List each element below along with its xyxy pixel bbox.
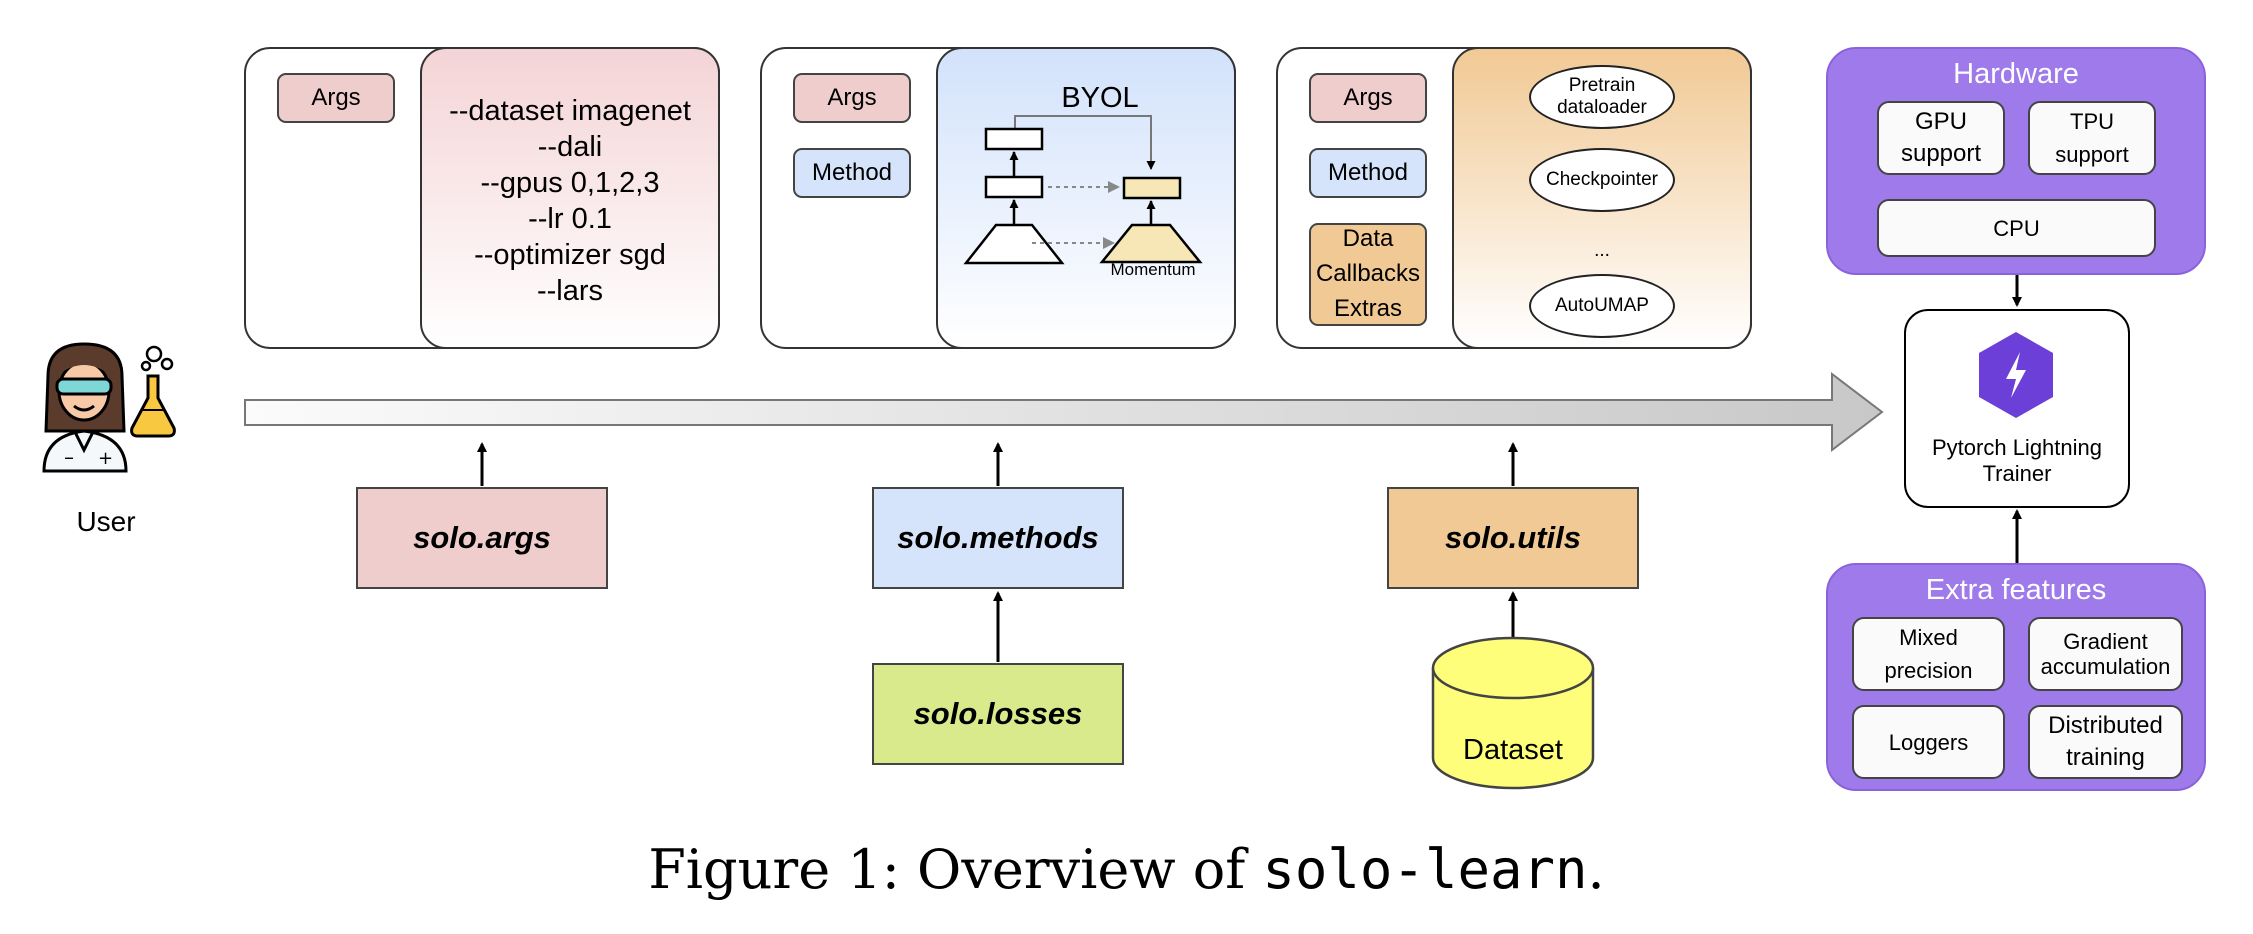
box-line: TPU: [2070, 109, 2114, 134]
figure-caption: Figure 1: Overview of solo-learn.: [0, 838, 2253, 901]
box-line: Gradient: [2063, 628, 2148, 654]
tag-line: Callbacks: [1315, 260, 1421, 288]
svg-text:–: –: [64, 445, 74, 469]
pipeline-arrow: [244, 371, 1884, 453]
cli-arguments-text: --dataset imagenet --dali --gpus 0,1,2,3…: [422, 93, 718, 309]
momentum-encoder-shape: [1099, 223, 1203, 264]
cli-arg-line: --dataset imagenet: [449, 95, 691, 127]
byol-architecture-diagram: [963, 115, 1203, 265]
trainer-line: Pytorch Lightning: [1932, 435, 2102, 460]
box-line: support: [2055, 142, 2129, 167]
extra-features-title: Extra features: [1925, 574, 2107, 606]
node-line: AutoUMAP: [1555, 295, 1649, 317]
online-encoder-shape: [963, 223, 1065, 265]
node-line: Pretrain: [1568, 75, 1636, 97]
gpu-support-box: GPU support: [1877, 101, 2005, 175]
gradient-accumulation-box: Gradient accumulation: [2028, 617, 2183, 691]
data-callbacks-extras-tag: Data Callbacks Extras: [1309, 223, 1427, 326]
solo-args-module: solo.args: [356, 487, 608, 589]
args-tag: Args: [793, 73, 911, 123]
caption-suffix: .: [1587, 838, 1605, 901]
hardware-panel: Hardware GPU support TPU support CPU: [1826, 47, 2206, 275]
box-line: support: [1900, 140, 1982, 167]
node-line: dataloader: [1557, 97, 1647, 118]
box-line: precision: [1884, 658, 1973, 683]
node-line: Checkpointer: [1546, 169, 1658, 191]
args-tag: Args: [1309, 73, 1427, 123]
cli-arg-line: --lars: [536, 275, 604, 307]
momentum-label: Momentum: [1110, 260, 1196, 279]
checkpointer-node: Checkpointer: [1529, 148, 1675, 212]
box-line: Distributed: [2048, 711, 2163, 739]
more-utils-ellipsis: ...: [1594, 240, 1610, 261]
byol-title: BYOL: [1061, 81, 1139, 114]
autoumap-node: AutoUMAP: [1529, 274, 1675, 338]
solo-utils-module: solo.utils: [1387, 487, 1639, 589]
box-line: Mixed: [1899, 625, 1958, 650]
hardware-title: Hardware: [1953, 58, 2079, 90]
trainer-label: Pytorch Lightning Trainer: [1906, 435, 2128, 488]
dataset-label: Dataset: [1463, 733, 1563, 766]
tag-line: Data: [1342, 225, 1394, 253]
trainer-line: Trainer: [1982, 461, 2052, 487]
mixed-precision-box: Mixed precision: [1852, 617, 2005, 691]
predictor-block: [984, 127, 1044, 151]
cli-arg-line: --gpus 0,1,2,3: [480, 167, 660, 199]
solo-losses-module: solo.losses: [872, 663, 1124, 765]
scientist-user-icon: – +: [42, 342, 176, 473]
distributed-training-box: Distributed training: [2028, 705, 2183, 779]
loggers-box: Loggers: [1852, 705, 2005, 779]
args-tag: Args: [277, 73, 395, 123]
method-tag: Method: [1309, 148, 1427, 198]
pretrain-dataloader-node: Pretrain dataloader: [1529, 65, 1675, 129]
svg-text:+: +: [98, 448, 113, 469]
target-projector-block: [1122, 176, 1182, 200]
dataset-cylinder-icon: [1431, 636, 1595, 790]
extra-features-panel: Extra features Mixed precision Gradient …: [1826, 563, 2206, 791]
lightning-logo-icon: [1979, 332, 2053, 418]
box-line: accumulation: [2040, 654, 2171, 679]
box-line: GPU: [1914, 107, 1967, 135]
cpu-box: CPU: [1877, 199, 2156, 257]
caption-prefix: Figure 1: Overview of: [648, 838, 1263, 901]
solo-methods-module: solo.methods: [872, 487, 1124, 589]
tpu-support-box: TPU support: [2028, 101, 2156, 175]
tag-line: Extras: [1333, 294, 1402, 322]
cli-arg-line: --dali: [537, 131, 603, 163]
cli-arg-line: --lr 0.1: [528, 203, 612, 235]
caption-code: solo-learn: [1262, 838, 1588, 901]
box-line: training: [2066, 744, 2145, 771]
method-tag: Method: [793, 148, 911, 198]
pytorch-lightning-trainer: Pytorch Lightning Trainer: [1904, 309, 2130, 508]
cli-arguments-box: --dataset imagenet --dali --gpus 0,1,2,3…: [420, 47, 720, 349]
cli-arg-line: --optimizer sgd: [474, 239, 666, 271]
projector-block: [984, 175, 1044, 199]
user-label: User: [76, 506, 136, 537]
